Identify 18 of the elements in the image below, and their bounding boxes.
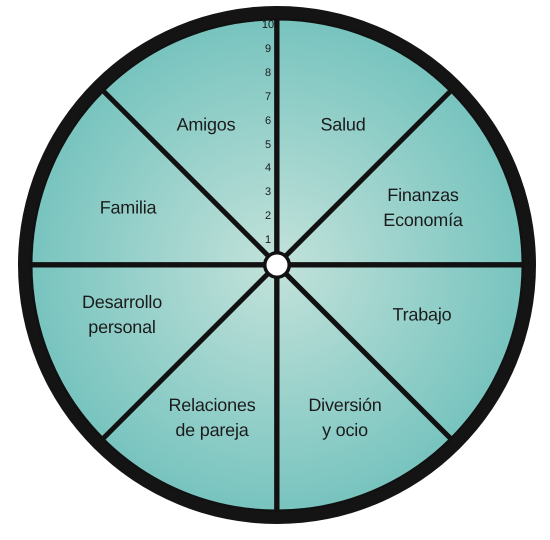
scale-number: 2 [264,210,272,222]
segment-label: Desarrollo personal [80,291,164,339]
scale-number: 9 [264,42,272,55]
scale-number: 10 [262,19,274,31]
segment-label: Finanzas Economía [382,184,464,232]
segment-label: Amigos [176,114,236,136]
scale-number: 5 [264,138,272,150]
scale-number: 6 [264,114,272,127]
scale-number: 7 [264,90,272,103]
scale-number: 8 [264,66,272,79]
scale-number: 1 [264,234,272,246]
scale-number: 4 [264,162,272,174]
scale-number: 3 [264,186,272,198]
segment-label: Trabajo [392,304,452,326]
segment-label: Salud [320,114,366,136]
segment-label: Relaciones de pareja [167,394,257,442]
segment-label: Diversión y ocio [307,394,383,442]
segment-label: Familia [100,196,156,220]
